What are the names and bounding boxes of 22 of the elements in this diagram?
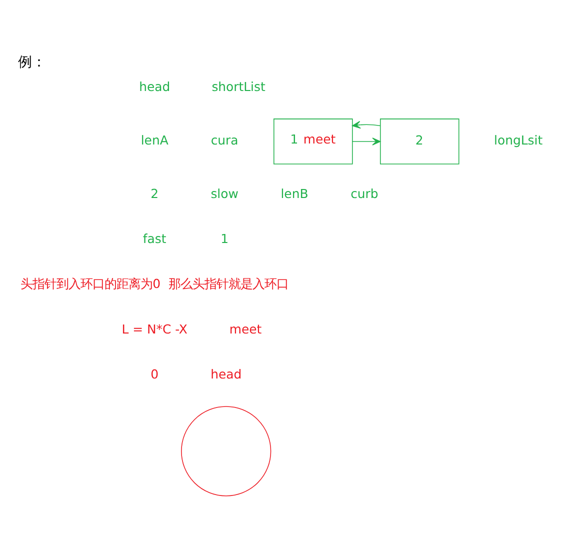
arrow	[352, 120, 381, 128]
label: 头指针到入环口的距离为0 那么头指针就是入环口	[20, 276, 288, 291]
label: fast	[142, 230, 166, 246]
label: lenA	[140, 132, 168, 147]
label: head	[210, 366, 242, 381]
diagram-title: 例：	[18, 54, 46, 70]
label: cura	[210, 132, 238, 147]
label: longLsit	[494, 132, 543, 147]
label: curb	[350, 186, 378, 201]
label: 2	[150, 186, 159, 201]
label: 0	[150, 366, 159, 381]
node-box: 2	[380, 118, 460, 164]
label: L = N*C -X	[122, 320, 188, 336]
label: shortList	[212, 78, 266, 94]
label: meet	[229, 320, 262, 336]
node-box: 1 meet	[274, 118, 353, 164]
label: 1	[220, 230, 228, 246]
label: slow	[210, 186, 238, 201]
label: lenB	[280, 186, 308, 201]
node-circle	[181, 406, 272, 496]
arrow	[352, 137, 381, 145]
label: head	[139, 78, 170, 94]
